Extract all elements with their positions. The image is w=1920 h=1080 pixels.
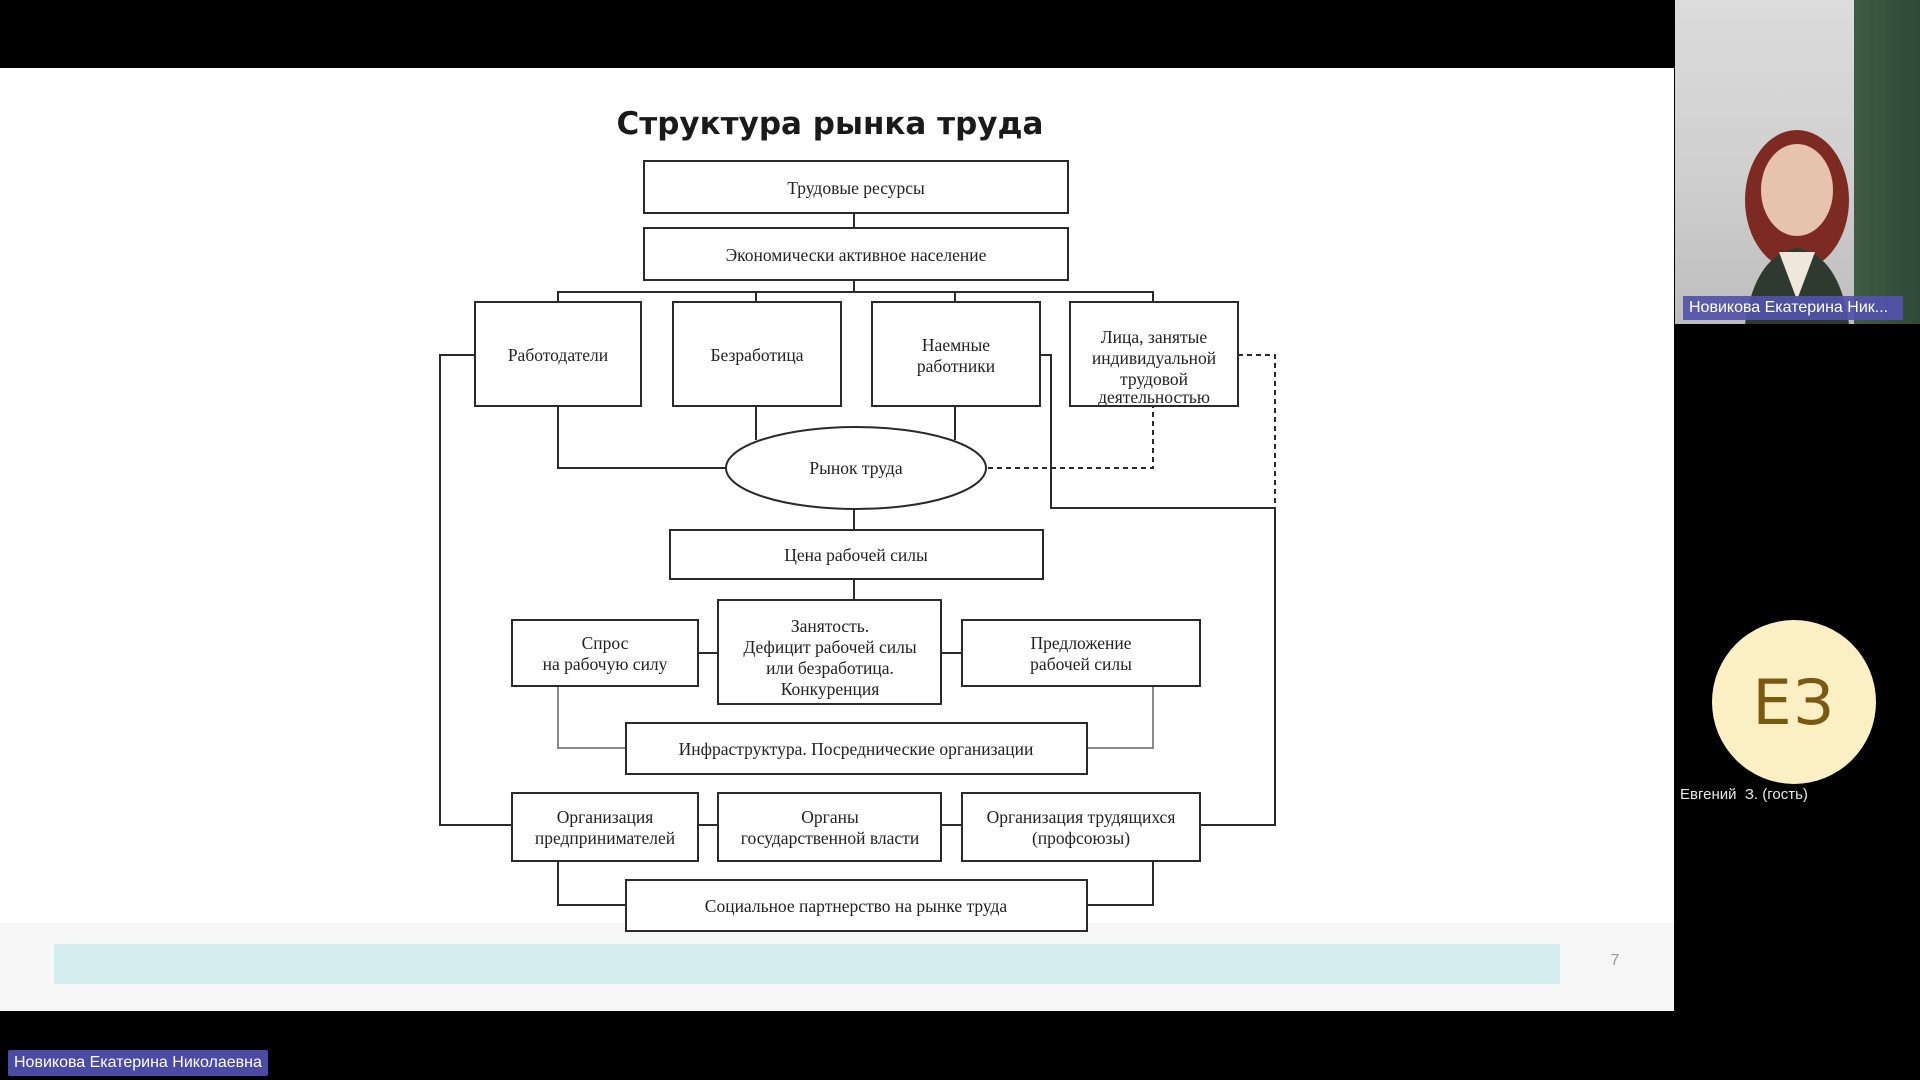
participant-name-tag: Новикова Екатерина Ник... <box>1683 296 1903 320</box>
node-employment-line2: Дефицит рабочей силы <box>743 637 916 657</box>
node-self-employed-line4: деятельностью <box>1098 387 1210 407</box>
node-labor-demand-line2: на рабочую силу <box>543 654 668 674</box>
node-employment-line1: Занятость. <box>791 616 869 636</box>
node-self-employed-line2: индивидуальной <box>1092 348 1216 368</box>
node-labor-supply-line1: Предложение <box>1030 633 1131 653</box>
guest-avatar[interactable]: ЕЗ <box>1712 620 1876 784</box>
node-unemployment: Безработица <box>710 345 803 365</box>
node-employment-line3: или безработица. <box>766 658 894 678</box>
participant-video-tile[interactable] <box>1675 0 1920 324</box>
presentation-slide: Структура рынка труда 7 <box>0 68 1674 1011</box>
node-self-employed-line3: трудовой <box>1120 369 1188 389</box>
node-government-line1: Органы <box>801 807 859 827</box>
node-active-population: Экономически активное население <box>726 245 987 265</box>
node-entrepreneur-org-line2: предпринимателей <box>535 828 675 848</box>
node-labor-resources: Трудовые ресурсы <box>787 178 925 198</box>
connector-lines <box>439 213 1276 906</box>
slide-title: Структура рынка труда <box>616 106 1044 142</box>
labor-market-diagram: Трудовые ресурсы Экономически активное н… <box>439 160 1276 932</box>
node-employment-line4: Конкуренция <box>781 679 880 699</box>
node-infrastructure: Инфраструктура. Посреднические организац… <box>679 739 1034 759</box>
node-employers: Работодатели <box>508 345 608 365</box>
diagram-boxes <box>474 160 1239 932</box>
node-social-partnership: Социальное партнерство на рынке труда <box>705 896 1008 916</box>
guest-avatar-initials: ЕЗ <box>1752 665 1836 739</box>
node-hired-workers-line1: Наемные <box>922 335 990 355</box>
node-labor-demand-line1: Спрос <box>582 633 629 653</box>
presenter-name-tag: Новикова Екатерина Николаевна <box>8 1050 268 1076</box>
node-labor-market: Рынок труда <box>809 458 902 478</box>
participant-video-image <box>1745 130 1849 324</box>
guest-name-label: Евгений З. (гость) <box>1680 786 1808 803</box>
node-self-employed-line1: Лица, занятые <box>1101 327 1208 347</box>
node-entrepreneur-org-line1: Организация <box>557 807 654 827</box>
chalkboard-background <box>1854 0 1920 324</box>
slide-page-number: 7 <box>1610 952 1620 969</box>
node-government-line2: государственной власти <box>741 828 919 848</box>
dashed-connectors <box>988 354 1276 508</box>
node-hired-workers-line2: работники <box>917 356 995 376</box>
node-labor-supply-line2: рабочей силы <box>1030 654 1132 674</box>
node-workers-org-line1: Организация трудящихся <box>987 807 1176 827</box>
node-labor-price: Цена рабочей силы <box>784 545 928 565</box>
slide-footer-bar <box>54 944 1560 984</box>
node-workers-org-line2: (профсоюзы) <box>1032 828 1130 848</box>
